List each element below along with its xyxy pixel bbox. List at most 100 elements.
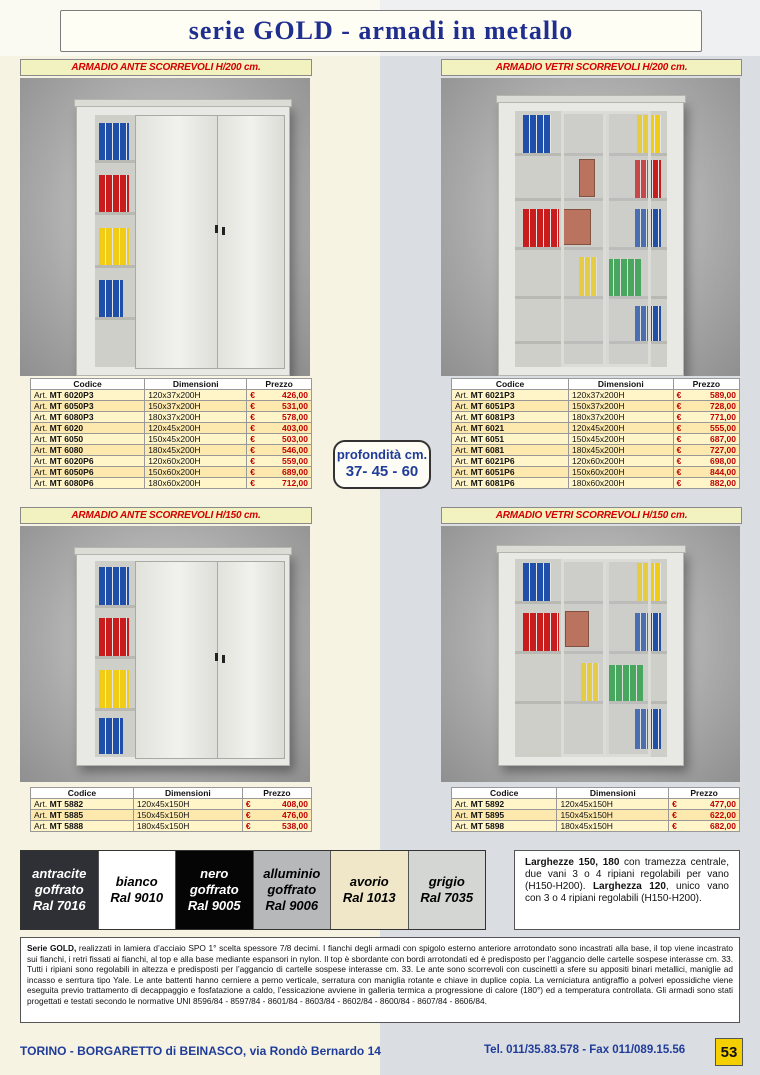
swatch-name: grigio (428, 874, 465, 889)
art-prefix: Art. (34, 390, 48, 400)
art-prefix: Art. (34, 456, 48, 466)
page-number: 53 (715, 1038, 743, 1066)
art-prefix: Art. (455, 390, 469, 400)
cell-price: €682,00 (668, 820, 740, 832)
price-value: 546,00 (282, 445, 308, 455)
art-prefix: Art. (34, 810, 48, 820)
photo-glass-doors-h150 (441, 526, 740, 782)
article-code: MT 6051 (470, 434, 505, 444)
art-prefix: Art. (455, 434, 469, 444)
cell-price: €698,00 (672, 455, 741, 467)
cell-dims: 150x60x200H (568, 466, 674, 478)
cell-code: Art. MT 6080P6 (29, 477, 146, 489)
article-code: MT 6021P6 (470, 456, 515, 466)
art-prefix: Art. (34, 412, 48, 422)
article-code: MT 6051P3 (470, 401, 515, 411)
price-value: 426,00 (282, 390, 308, 400)
photo-solid-doors-h200 (20, 78, 310, 376)
cell-price: €578,00 (246, 411, 312, 423)
section-label-top-right: ARMADIO VETRI SCORREVOLI H/200 cm. (441, 59, 742, 76)
article-code: MT 5898 (470, 821, 505, 831)
cell-code: Art. MT 6081 (450, 444, 570, 456)
cell-dims: 180x60x200H (568, 477, 674, 489)
price-value: 531,00 (282, 401, 308, 411)
cell-dims: 120x45x150H (132, 798, 243, 810)
price-value: 689,00 (282, 467, 308, 477)
cell-price: €728,00 (672, 400, 741, 412)
swatch-alluminio: alluminio goffrato Ral 9006 (253, 851, 331, 929)
price-value: 771,00 (710, 412, 736, 422)
cell-dims: 120x37x200H (144, 389, 248, 401)
article-code: MT 6081P6 (470, 478, 515, 488)
cell-code: Art. MT 6021P6 (450, 455, 570, 467)
notes-bold-2: Larghezza 120 (592, 881, 666, 892)
price-value: 589,00 (710, 390, 736, 400)
cell-code: Art. MT 6080P3 (29, 411, 146, 423)
euro-sign: € (676, 434, 682, 444)
cell-code: Art. MT 6081P3 (450, 411, 570, 423)
cell-dims: 150x37x200H (144, 400, 248, 412)
art-prefix: Art. (455, 412, 469, 422)
cell-code: Art. MT 6050 (29, 433, 146, 445)
euro-sign: € (245, 821, 251, 831)
cell-dims: 180x45x200H (568, 444, 674, 456)
euro-sign: € (676, 478, 682, 488)
cell-price: €408,00 (241, 798, 313, 810)
color-swatches: antracite goffrato Ral 7016 bianco Ral 9… (20, 850, 486, 930)
cell-code: Art. MT 6080 (29, 444, 146, 456)
euro-sign: € (250, 434, 255, 444)
cell-price: €503,00 (246, 433, 312, 445)
section-label-bottom-right: ARMADIO VETRI SCORREVOLI H/150 cm. (441, 507, 742, 524)
swatch-name: nero (200, 866, 229, 881)
article-code: MT 5885 (49, 810, 84, 820)
cell-dims: 180x37x200H (144, 411, 248, 423)
art-prefix: Art. (455, 445, 469, 455)
col-header-code: Codice (30, 787, 134, 799)
cell-code: Art. MT 6050P3 (29, 400, 146, 412)
euro-sign: € (676, 467, 682, 477)
euro-sign: € (250, 478, 255, 488)
cell-dims: 180x45x200H (144, 444, 248, 456)
product-description: Serie GOLD, realizzati in lamiera d’acci… (20, 937, 740, 1023)
swatch-ral: Ral 7035 (420, 890, 474, 905)
price-value: 555,00 (710, 423, 736, 433)
cell-code: Art. MT 5898 (450, 820, 558, 832)
swatch-bianco: bianco Ral 9010 (98, 851, 176, 929)
cell-dims: 180x60x200H (144, 477, 248, 489)
euro-sign: € (250, 401, 255, 411)
footer-phone: Tel. 011/35.83.578 - Fax 011/089.15.56 (484, 1044, 686, 1056)
section-label-top-left: ARMADIO ANTE SCORREVOLI H/200 cm. (20, 59, 312, 76)
price-value: 578,00 (282, 412, 308, 422)
cell-code: Art. MT 5882 (30, 798, 134, 810)
euro-sign: € (250, 456, 255, 466)
cell-price: €882,00 (672, 477, 741, 489)
art-prefix: Art. (34, 478, 48, 488)
cell-price: €622,00 (668, 809, 740, 821)
col-header-price: Prezzo (672, 378, 741, 390)
swatch-finish: goffrato (34, 882, 84, 897)
cell-code: Art. MT 5885 (30, 809, 134, 821)
price-value: 477,00 (710, 799, 736, 809)
cell-dims: 150x45x150H (556, 809, 670, 821)
cell-dims: 150x60x200H (144, 466, 248, 478)
cell-dims: 180x45x150H (132, 820, 243, 832)
art-prefix: Art. (34, 434, 48, 444)
section-label-bottom-left: ARMADIO ANTE SCORREVOLI H/150 cm. (20, 507, 312, 524)
col-header-dims: Dimensioni (556, 787, 670, 799)
notes-bold-1: Larghezze 150, 180 (525, 857, 620, 868)
swatch-nero: nero goffrato Ral 9005 (176, 851, 254, 929)
